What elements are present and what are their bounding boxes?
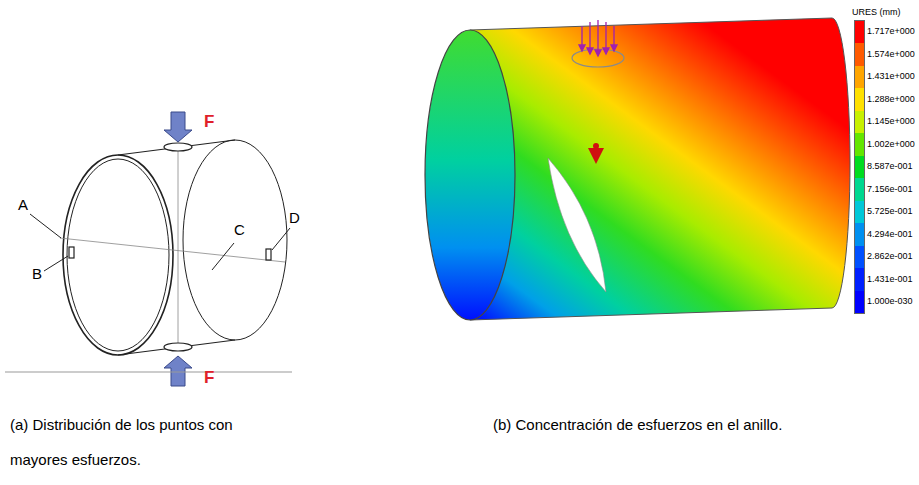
- legend-swatch: [855, 88, 864, 111]
- legend-swatch: [855, 178, 864, 201]
- caption: (a) Distribución de los puntos con mayor…: [10, 407, 272, 477]
- legend-swatch: [855, 66, 864, 89]
- legend-swatch: [855, 246, 864, 269]
- legend-value: 8.587e-001: [867, 162, 913, 172]
- legend-swatch: [855, 111, 864, 134]
- legend-value: 1.002e+000: [867, 140, 915, 150]
- legend-title: URES (mm): [852, 8, 901, 18]
- legend-swatch: [855, 156, 864, 179]
- legend-value: 1.717e+000: [867, 27, 915, 37]
- point-label: D: [289, 210, 300, 227]
- force-arrow: [164, 112, 192, 386]
- legend-swatch: [855, 268, 864, 291]
- legend-value: 2.862e-001: [867, 252, 913, 262]
- ring-drawing: [30, 140, 290, 355]
- legend-value: 5.725e-001: [867, 207, 913, 217]
- legend-value: 1.431e+000: [867, 72, 915, 82]
- caption: (b) Concentración de esfuerzos en el ani…: [493, 407, 913, 442]
- separator-line: [5, 372, 292, 373]
- legend-frame: [854, 20, 865, 315]
- legend-swatch: [855, 291, 864, 314]
- legend-value: 1.288e+000: [867, 95, 915, 105]
- legend-value: 1.000e-030: [867, 297, 913, 307]
- legend-swatch: [855, 133, 864, 156]
- legend-value: 7.156e-001: [867, 185, 913, 195]
- legend-swatch: [855, 43, 864, 66]
- legend-value: 1.574e+000: [867, 50, 915, 60]
- point-label: B: [32, 266, 42, 283]
- legend-swatch: [855, 223, 864, 246]
- force-label: F: [204, 113, 214, 132]
- legend-value: 1.431e-001: [867, 275, 913, 285]
- legend-swatch: [855, 21, 864, 44]
- legend-swatch: [855, 201, 864, 224]
- legend-value: 4.294e-001: [867, 230, 913, 240]
- force-label: F: [204, 369, 214, 388]
- point-label: C: [234, 222, 245, 239]
- point-label: A: [18, 197, 28, 214]
- legend-value: 1.145e+000: [867, 117, 915, 127]
- fea-cylinder: [425, 18, 850, 320]
